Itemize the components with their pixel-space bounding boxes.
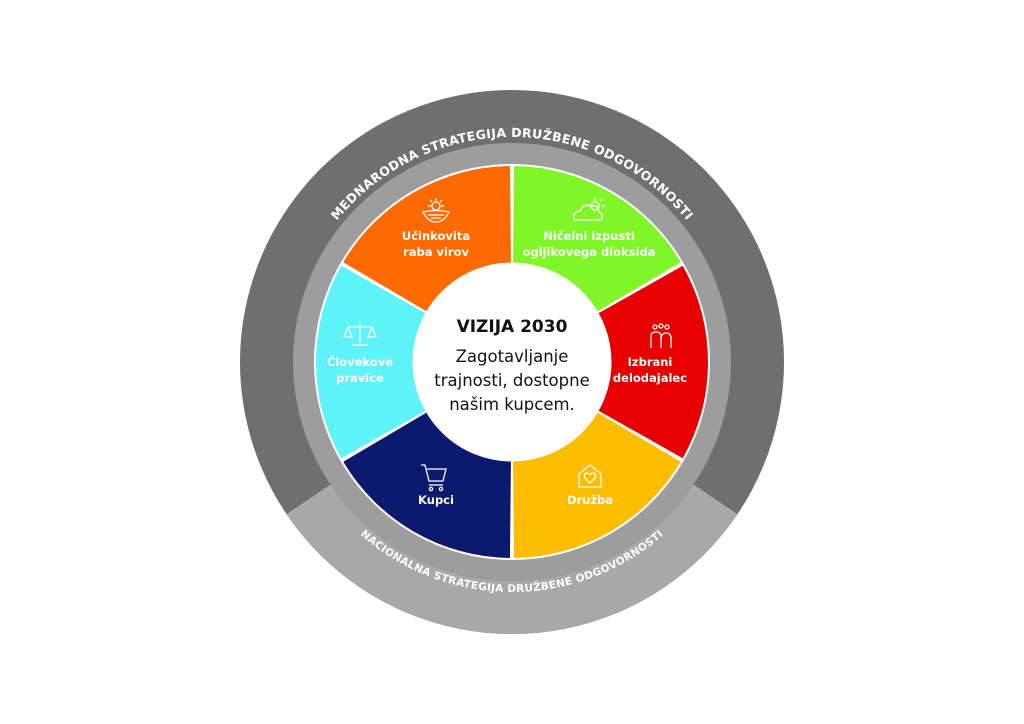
segment-carbon[interactable]: Ničelni izpusti ogljikovega dioksida — [523, 198, 656, 259]
vision-line-1: Zagotavljanje — [456, 347, 569, 366]
segment-resources-wedge[interactable] — [343, 166, 511, 313]
segment-label: pravice — [336, 371, 384, 385]
segment-resources[interactable]: Učinkovita raba virov — [402, 198, 470, 259]
segment-label: Ničelni izpusti — [543, 229, 635, 243]
segment-human-rights[interactable]: Človekove pravice — [327, 323, 393, 385]
scales-icon — [343, 323, 377, 346]
segment-label: delodajalec — [613, 371, 687, 385]
segment-customers[interactable]: Kupci — [418, 464, 454, 507]
national-strategy-band — [286, 484, 738, 634]
segment-society[interactable]: Družba — [567, 464, 613, 507]
segment-human-rights-wedge[interactable] — [316, 265, 427, 459]
pillar-segments — [316, 166, 708, 558]
house-heart-icon — [578, 464, 602, 488]
segment-employer-wedge[interactable] — [597, 265, 708, 459]
segment-employer[interactable]: Izbrani delodajalec — [613, 323, 687, 385]
people-icon — [650, 323, 672, 348]
center-circle — [412, 262, 612, 462]
segment-carbon-wedge[interactable] — [513, 166, 681, 313]
vision-title: VIZIJA 2030 — [457, 317, 568, 337]
shopping-cart-icon — [421, 464, 447, 492]
segment-label: Človekove — [327, 354, 393, 369]
segment-label: raba virov — [403, 245, 469, 259]
segment-label: Družba — [567, 493, 613, 507]
segment-label: Izbrani — [628, 355, 673, 369]
segment-label: ogljikovega dioksida — [523, 245, 656, 259]
segment-society-wedge[interactable] — [513, 411, 681, 558]
vision-line-2: trajnosti, dostopne — [434, 371, 589, 390]
segment-customers-wedge[interactable] — [343, 411, 511, 558]
segment-label: Učinkovita — [402, 229, 470, 243]
segment-label: Kupci — [418, 493, 454, 507]
sun-field-icon — [422, 198, 450, 223]
vision-line-3: našim kupcem. — [449, 395, 575, 414]
cloud-sun-icon — [572, 198, 605, 221]
